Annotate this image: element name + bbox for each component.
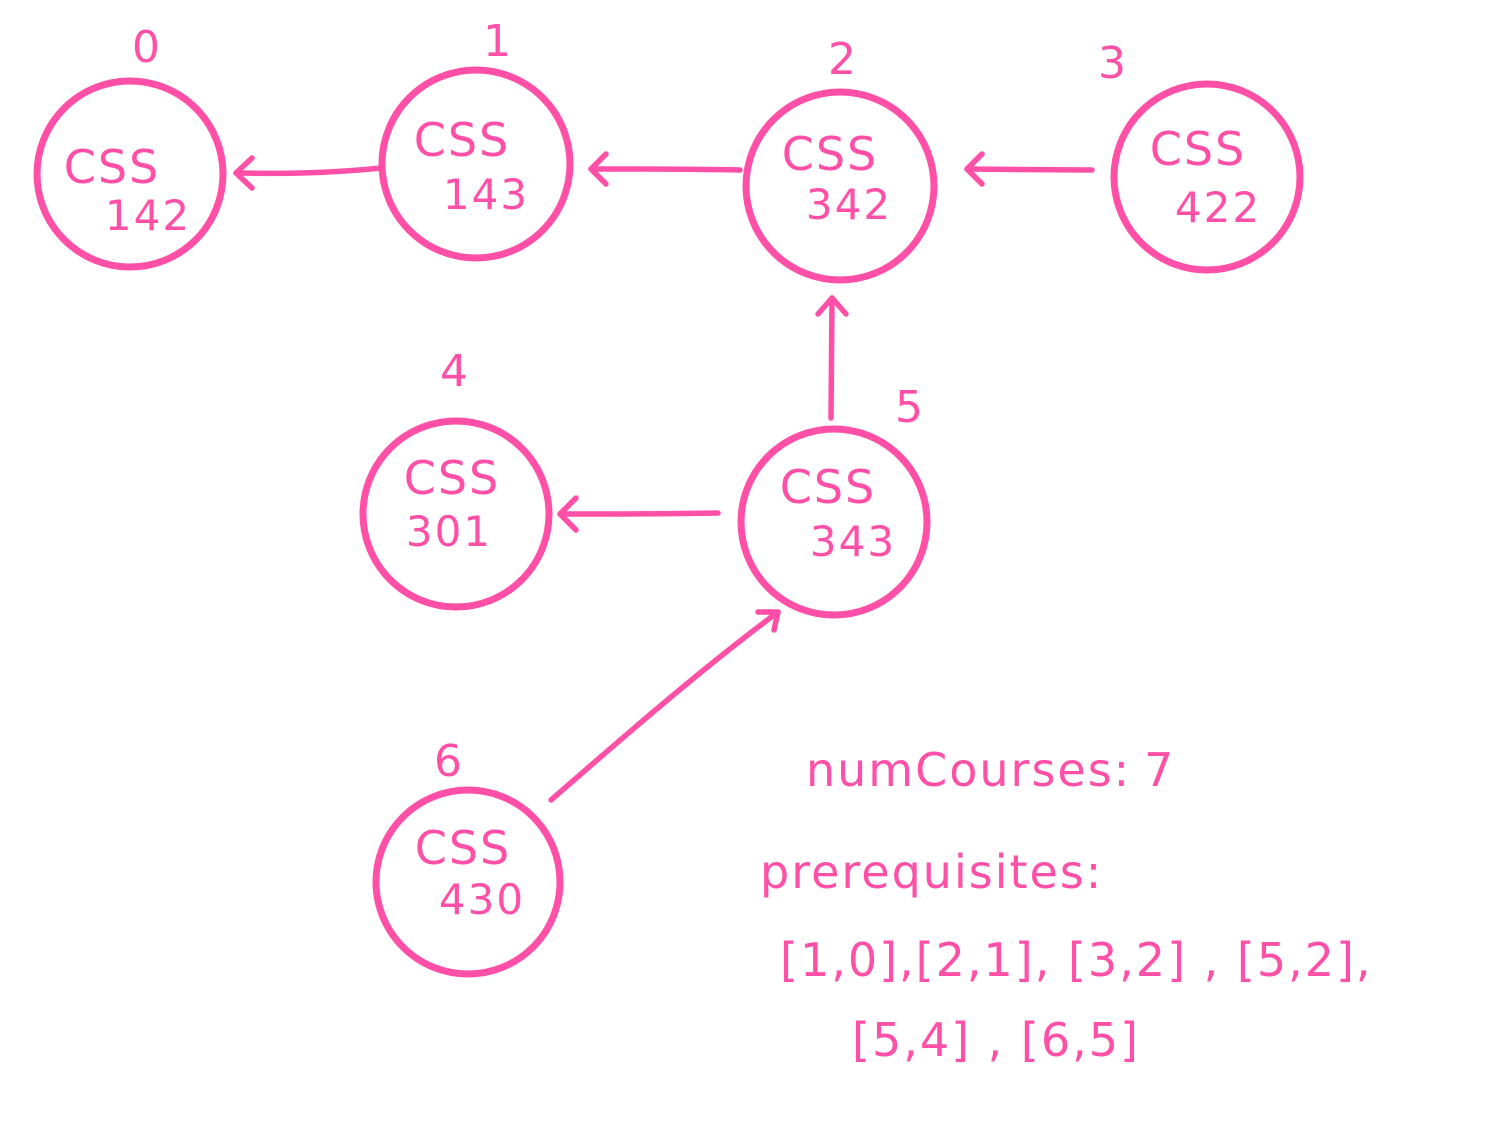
prerequisites-line-2: [5,4] , [6,5] <box>852 1013 1140 1067</box>
node-circle <box>1110 80 1304 274</box>
node-circle <box>359 417 553 611</box>
node-index-label: 6 <box>434 736 462 787</box>
course-node-3: 3 CSS 422 <box>1098 38 1304 274</box>
num-courses-label: numCourses: <box>806 743 1131 797</box>
node-course-number: 422 <box>1175 183 1261 232</box>
edge-3-to-2 <box>964 151 1095 187</box>
course-node-1: 1 CSS 143 <box>378 16 574 262</box>
node-circle <box>378 66 574 262</box>
edge-2-to-1 <box>588 151 743 187</box>
node-index-label: 5 <box>895 382 923 433</box>
node-index-label: 0 <box>132 22 160 73</box>
node-course-number: 142 <box>105 191 191 240</box>
course-node-0: 0 CSS 142 <box>33 22 227 271</box>
node-course-dept: CSS <box>64 140 161 194</box>
prerequisites-label: prerequisites: <box>760 845 1103 899</box>
node-course-dept: CSS <box>414 113 511 167</box>
node-index-label: 3 <box>1098 38 1126 89</box>
node-course-number: 430 <box>439 875 525 924</box>
edge-6-to-5 <box>548 609 781 803</box>
edge-5-to-4 <box>557 495 721 533</box>
edge-5-to-2 <box>815 295 849 421</box>
node-course-number: 143 <box>443 170 529 219</box>
node-circle <box>742 88 938 284</box>
node-index-label: 1 <box>483 16 511 67</box>
node-circle <box>372 786 564 978</box>
prerequisites-line-1: [1,0],[2,1], [3,2] , [5,2], <box>780 933 1373 987</box>
num-courses-value: 7 <box>1144 743 1175 797</box>
node-course-dept: CSS <box>780 460 877 514</box>
node-index-label: 2 <box>828 34 856 85</box>
edges <box>233 151 1095 803</box>
course-node-2: 2 CSS 342 <box>742 34 938 284</box>
node-course-dept: CSS <box>404 451 501 505</box>
notes: numCourses: 7 prerequisites: [1,0],[2,1]… <box>760 743 1373 1067</box>
node-course-number: 342 <box>806 180 892 229</box>
edge-1-to-0 <box>233 155 385 191</box>
node-index-label: 4 <box>440 346 468 397</box>
node-circle <box>737 425 931 619</box>
node-course-dept: CSS <box>1150 122 1247 176</box>
nodes: 0 CSS 142 1 CSS 143 2 CSS 342 3 CSS 422 <box>33 16 1304 978</box>
course-node-6: 6 CSS 430 <box>372 736 564 978</box>
course-node-5: 5 CSS 343 <box>737 382 931 619</box>
node-course-dept: CSS <box>415 821 512 875</box>
course-node-4: 4 CSS 301 <box>359 346 553 611</box>
node-circle <box>33 77 227 271</box>
node-course-dept: CSS <box>782 127 879 181</box>
node-course-number: 343 <box>810 517 896 566</box>
node-course-number: 301 <box>406 507 492 556</box>
